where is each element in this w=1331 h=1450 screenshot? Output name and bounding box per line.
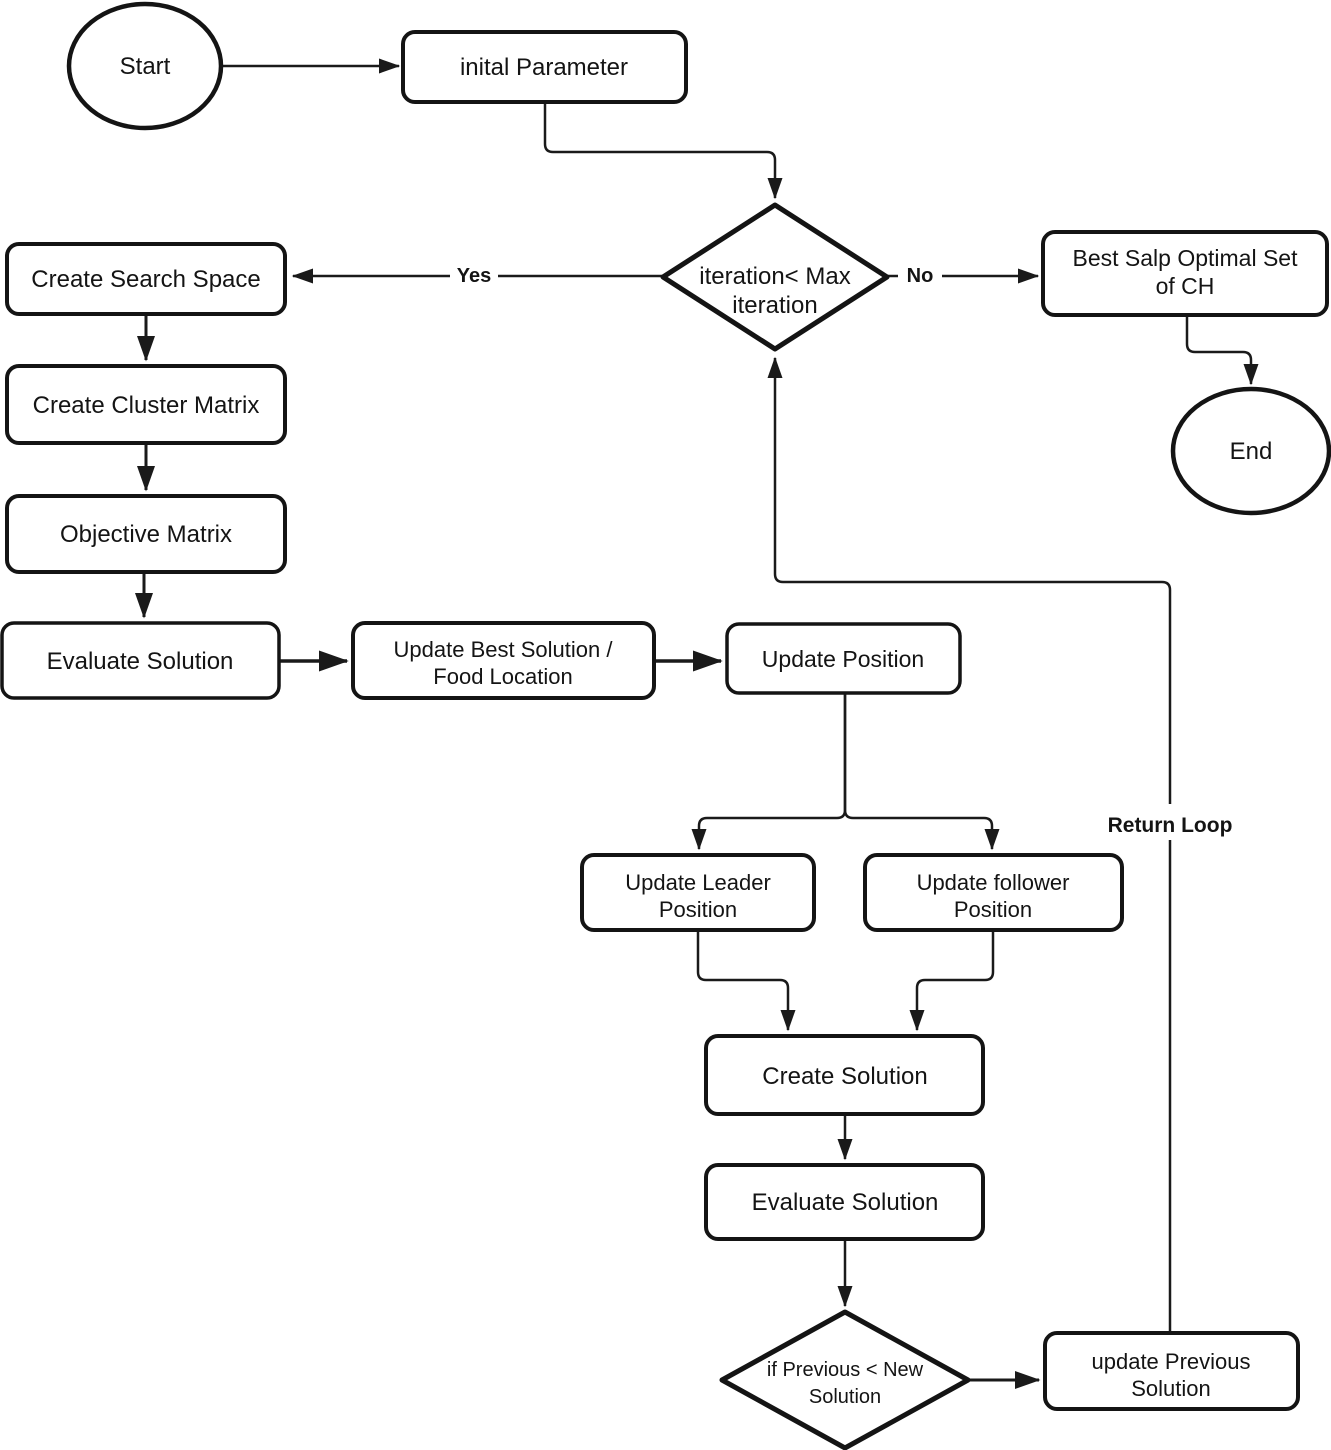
update-leader-position-line2: Position [659,897,737,922]
best-salp-set-line1: Best Salp Optimal Set [1073,245,1299,271]
update-follower-position-box [863,853,1124,932]
update-previous-solution-line1: update Previous [1092,1349,1251,1374]
previous-vs-new-check-diamond [719,1309,971,1450]
edges [135,58,1259,1389]
evaluate-solution-label: Evaluate Solution [47,648,234,675]
return-loop-label-bg [1097,804,1243,840]
previous-vs-new-check-line1: if Previous < New [767,1359,924,1381]
update-best-solution-line1: Update Best Solution / [394,637,614,662]
create-cluster-matrix-box [5,364,287,445]
create-solution-box [704,1034,985,1116]
previous-vs-new-check-line2: Solution [809,1386,881,1408]
iteration-check-node: iteration< Max iteration [660,202,890,352]
iteration-check-line2: iteration [732,292,817,319]
start-ellipse [66,1,224,131]
update-follower-position-line1: Update follower [917,870,1070,895]
update-previous-solution-node: update Previous Solution [1043,1331,1300,1411]
initial-parameter-box [401,30,688,104]
create-solution-label: Create Solution [762,1063,927,1090]
edge-update-leader-to-create-solution [696,930,796,1032]
update-previous-solution-box [1043,1331,1300,1411]
edge-update-position-to-update-leader [691,693,847,851]
yes-label-bg [450,260,498,287]
end-ellipse [1170,386,1331,516]
no-label: No [907,265,934,287]
objective-matrix-label: Objective Matrix [60,521,232,548]
evaluate-solution-2-box [704,1163,985,1241]
evaluate-solution-2-label: Evaluate Solution [752,1189,939,1216]
update-best-solution-line2: Food Location [433,664,572,689]
create-solution-node: Create Solution [704,1034,985,1116]
update-position-box [725,622,962,695]
start-node: Start [66,1,224,131]
create-cluster-matrix-label: Create Cluster Matrix [33,392,260,419]
update-follower-position-line2: Position [954,897,1032,922]
evaluate-solution-2-node: Evaluate Solution [704,1163,985,1241]
update-best-solution-box [351,621,656,700]
edge-return-loop [767,356,1172,1333]
start-label: Start [120,53,171,80]
edge-initial-parameter-to-iteration-check [543,102,783,200]
return-loop-label: Return Loop [1108,814,1233,837]
update-leader-position-box [580,853,816,932]
edge-labels: Yes No Return Loop [450,260,1243,840]
update-follower-position-node: Update follower Position [863,853,1124,932]
create-search-space-label: Create Search Space [31,266,260,293]
update-best-solution-node: Update Best Solution / Food Location [351,621,656,700]
no-label-bg [898,260,942,287]
initial-parameter-node: inital Parameter [401,30,688,104]
yes-label: Yes [457,265,491,287]
create-search-space-node: Create Search Space [5,242,287,316]
edge-update-position-to-update-follower [843,693,1000,851]
iteration-check-line1: iteration< Max [699,263,850,290]
update-leader-position-line1: Update Leader [625,870,771,895]
objective-matrix-node: Objective Matrix [5,494,287,574]
previous-vs-new-check-node: if Previous < New Solution [719,1309,971,1450]
best-salp-set-line2: of CH [1156,273,1215,299]
edge-best-salp-set-to-end [1185,315,1259,386]
end-node: End [1170,386,1331,516]
update-position-node: Update Position [725,622,962,695]
best-salp-set-node: Best Salp Optimal Set of CH [1041,230,1329,317]
update-previous-solution-line2: Solution [1131,1376,1211,1401]
create-search-space-box [5,242,287,316]
update-leader-position-node: Update Leader Position [580,853,816,932]
edge-update-follower-to-create-solution [909,930,995,1032]
end-label: End [1230,438,1273,465]
objective-matrix-box [5,494,287,574]
update-position-label: Update Position [762,646,924,672]
evaluate-solution-box [0,621,281,700]
iteration-check-diamond [660,202,890,352]
evaluate-solution-node: Evaluate Solution [0,621,281,700]
best-salp-set-box [1041,230,1329,317]
initial-parameter-label: inital Parameter [460,54,628,81]
create-cluster-matrix-node: Create Cluster Matrix [5,364,287,445]
